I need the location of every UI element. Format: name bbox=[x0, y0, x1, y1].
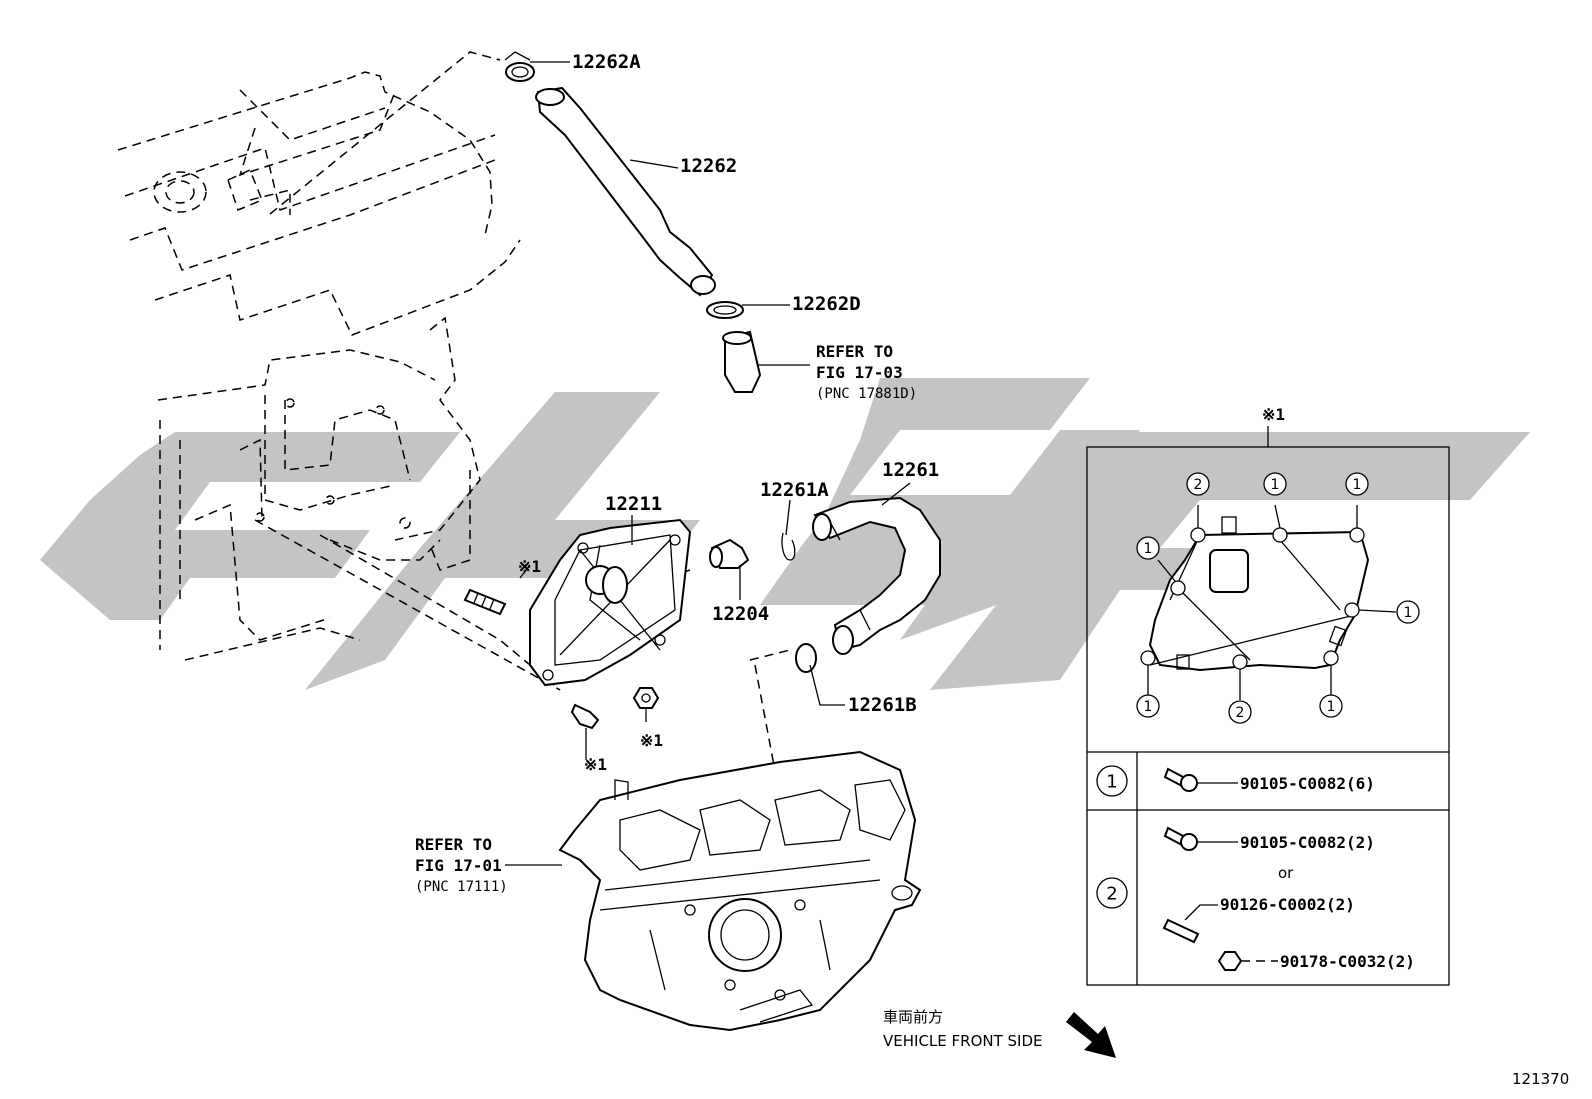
refer-top-line1: REFER TO bbox=[816, 342, 893, 361]
engine-block-outline bbox=[117, 71, 521, 661]
callout-1-top-mid: 1 bbox=[1271, 477, 1280, 493]
hose-12261 bbox=[812, 496, 941, 655]
legend-2-mark: 2 bbox=[1106, 884, 1117, 905]
nut bbox=[632, 687, 660, 722]
direction-jp: 車両前方 bbox=[883, 1008, 943, 1026]
legend-2b-stud-icon bbox=[1162, 918, 1200, 944]
legend-2-part-a: 90105-C0082(2) bbox=[1240, 833, 1375, 852]
hose-12262 bbox=[535, 86, 716, 297]
label-12211: 12211 bbox=[605, 493, 662, 515]
connector-pipe bbox=[722, 330, 762, 393]
callout-1-bottom-right: 1 bbox=[1327, 699, 1336, 715]
note-mark-nut: ※1 bbox=[640, 731, 663, 750]
legend-1-mark: 1 bbox=[1106, 772, 1117, 793]
legend-1-bolt-icon bbox=[1163, 767, 1198, 792]
cover-12211 bbox=[529, 518, 692, 687]
label-12262: 12262 bbox=[680, 155, 737, 177]
direction-indicator: 車両前方 VEHICLE FRONT SIDE bbox=[883, 1008, 1116, 1058]
callout-2-bottom: 2 bbox=[1236, 705, 1245, 721]
label-12261B: 12261B bbox=[848, 694, 917, 716]
part-labels: 12262A 12262 12262D REFER TO FIG 17-03 (… bbox=[415, 51, 939, 895]
clip-12261A bbox=[781, 532, 796, 561]
label-12262A: 12262A bbox=[572, 51, 641, 73]
legend-2c-nut-icon bbox=[1217, 951, 1243, 971]
pcv-valve-12204 bbox=[709, 538, 750, 569]
callout-1-left: 1 bbox=[1144, 541, 1153, 557]
legend-2-or: or bbox=[1278, 864, 1294, 882]
clamp-12261B bbox=[795, 643, 817, 673]
stud-bolt bbox=[463, 588, 507, 616]
refer-bottom-line2: FIG 17-01 bbox=[415, 856, 502, 875]
callout-1-bottom-left: 1 bbox=[1144, 699, 1153, 715]
direction-en: VEHICLE FRONT SIDE bbox=[883, 1032, 1043, 1050]
clamp-12262A bbox=[504, 51, 535, 82]
refer-top-line3: (PNC 17881D) bbox=[816, 386, 917, 402]
note-mark-bolt: ※1 bbox=[584, 755, 607, 774]
legend-1-part: 90105-C0082(6) bbox=[1240, 774, 1375, 793]
legend-2-part-c: 90178-C0032(2) bbox=[1280, 952, 1415, 971]
intake-manifold bbox=[558, 750, 922, 1032]
refer-bottom-line3: (PNC 17111) bbox=[415, 879, 508, 895]
label-12261: 12261 bbox=[882, 459, 939, 481]
bolt-layout-inset: ※1 2 1 bbox=[1086, 405, 1450, 986]
legend-2-part-b: 90126-C0002(2) bbox=[1220, 895, 1355, 914]
refer-top-line2: FIG 17-03 bbox=[816, 363, 903, 382]
callout-2-top: 2 bbox=[1194, 477, 1203, 493]
diagram-id: 121370 bbox=[1512, 1070, 1569, 1088]
legend-2a-bolt-icon bbox=[1163, 826, 1198, 851]
note-mark-stud: ※1 bbox=[518, 557, 541, 576]
clamp-12262D bbox=[706, 301, 744, 319]
refer-bottom-line1: REFER TO bbox=[415, 835, 492, 854]
arrow-down-right-icon bbox=[1066, 1012, 1116, 1058]
flange-bolt bbox=[570, 703, 600, 760]
inset-note-mark: ※1 bbox=[1262, 405, 1285, 424]
callout-1-right: 1 bbox=[1404, 605, 1413, 621]
label-12261A: 12261A bbox=[760, 479, 829, 501]
label-12204: 12204 bbox=[712, 603, 769, 625]
callout-1-top-right: 1 bbox=[1353, 477, 1362, 493]
label-12262D: 12262D bbox=[792, 293, 861, 315]
